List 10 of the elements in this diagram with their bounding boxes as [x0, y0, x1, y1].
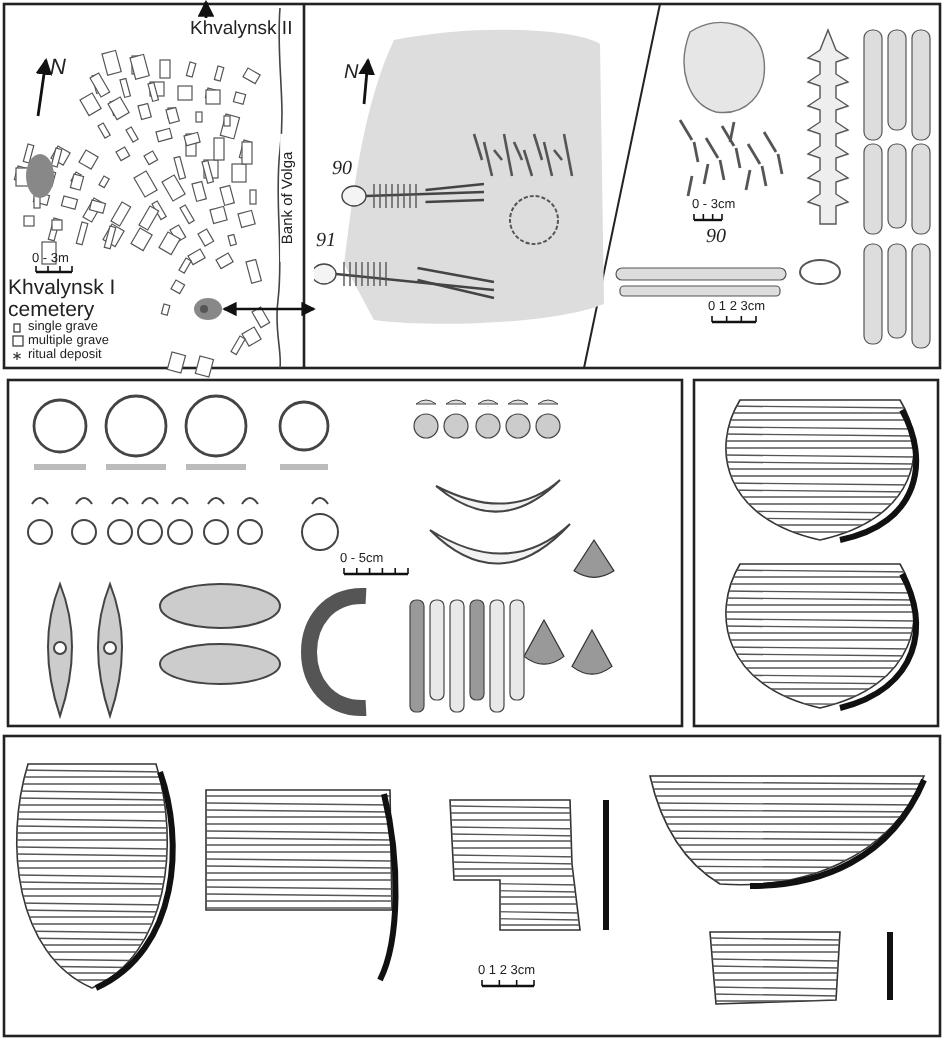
north-label: N — [344, 64, 359, 85]
burial-number: 90 — [706, 228, 726, 249]
north-label: N — [50, 58, 66, 82]
grave-drawing — [192, 296, 224, 322]
site-name-label: Khvalynsk II — [190, 20, 293, 40]
burial-number: 90 — [332, 160, 352, 181]
arrow — [222, 301, 316, 317]
cemetery-label: Khvalynsk I cemetery — [8, 278, 118, 323]
burial-plan — [314, 24, 606, 328]
burial-number: 91 — [316, 232, 336, 253]
